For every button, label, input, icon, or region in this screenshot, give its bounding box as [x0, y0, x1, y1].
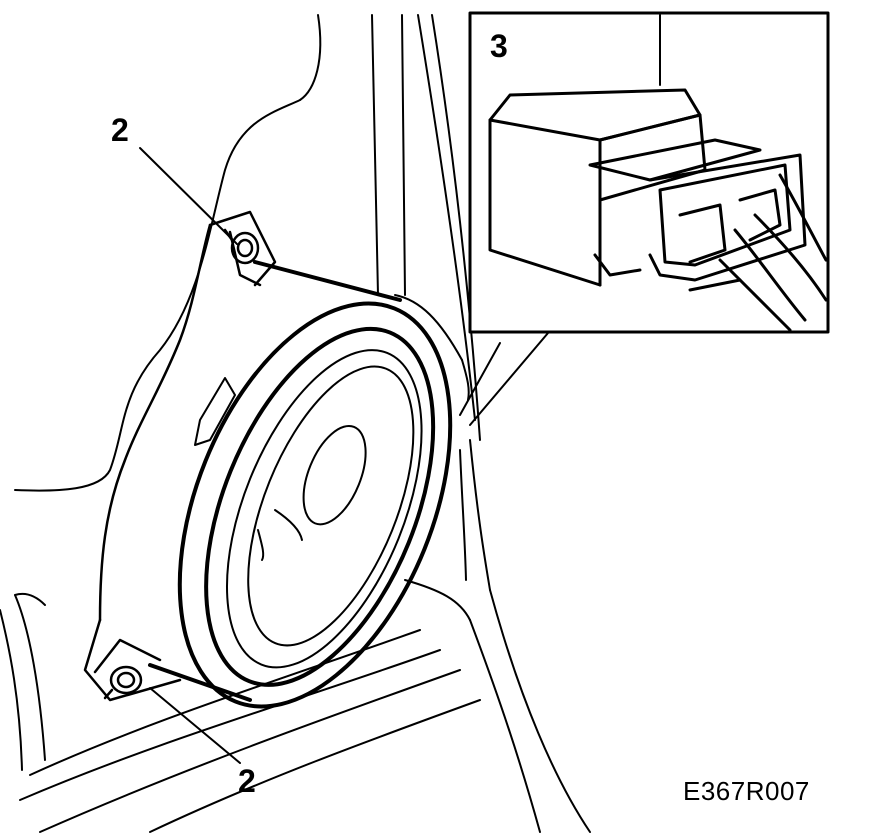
speaker-dust-cap — [302, 424, 367, 526]
speaker-icon — [148, 260, 453, 709]
screw-icon — [223, 228, 260, 265]
connector-inset-frame — [468, 11, 830, 334]
speaker-outer-rim — [177, 301, 453, 709]
callout-connector-inset: 3 — [490, 28, 508, 64]
speaker-bracket — [83, 210, 277, 702]
door-panel — [0, 14, 591, 833]
callout-fastener-bottom: 2 — [238, 763, 256, 799]
screw-icon — [103, 665, 143, 700]
speaker-frame — [204, 326, 436, 687]
connector-icon — [488, 88, 828, 332]
callout-fastener-top: 2 — [111, 112, 129, 148]
figure-code: E367R007 — [683, 776, 810, 806]
leader-lines — [139, 147, 549, 764]
